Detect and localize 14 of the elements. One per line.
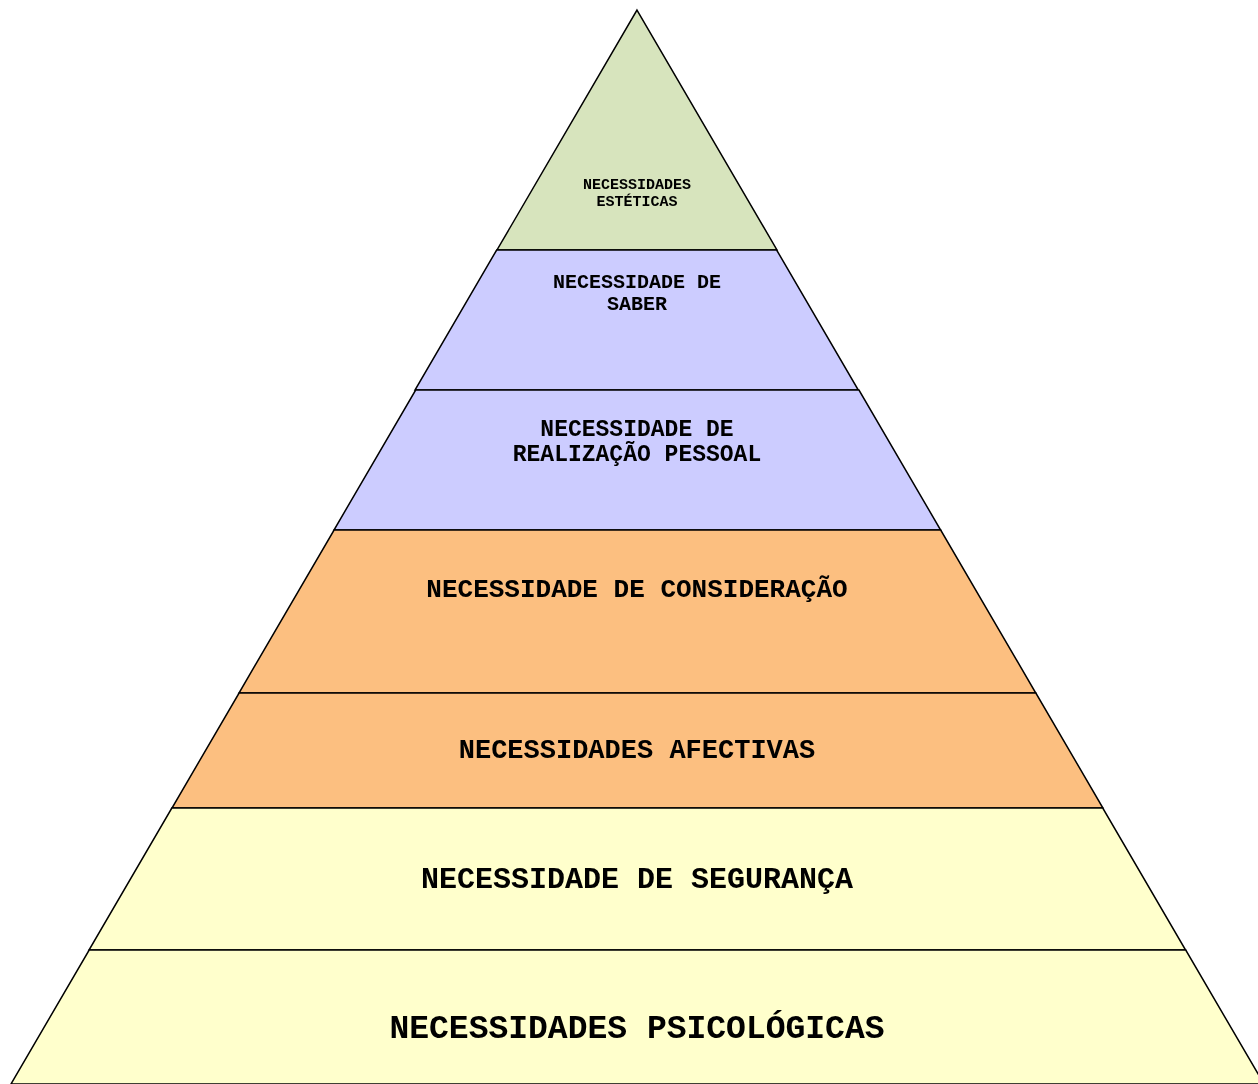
tier-label: NECESSIDADES AFECTIVAS [457,737,817,767]
pyramid-tier [171,693,1103,808]
tier-label: NECESSIDADE DE SEGURANÇA [419,864,854,897]
pyramid-tier [238,530,1036,693]
pyramid-tier [88,808,1186,950]
tier-label: NECESSIDADES ESTÉTICAS [581,178,692,211]
tier-label: NECESSIDADES PSICOLÓGICAS [388,1012,886,1049]
tier-label: NECESSIDADE DE REALIZAÇÃO PESSOAL [511,418,763,469]
pyramid-tier [10,950,1258,1084]
tier-label: NECESSIDADE DE SABER [551,272,722,316]
pyramid-tier [333,390,941,530]
pyramid-tier [497,10,777,250]
pyramid-tier [415,250,859,390]
tier-label: NECESSIDADE DE CONSIDERAÇÃO [425,576,849,605]
